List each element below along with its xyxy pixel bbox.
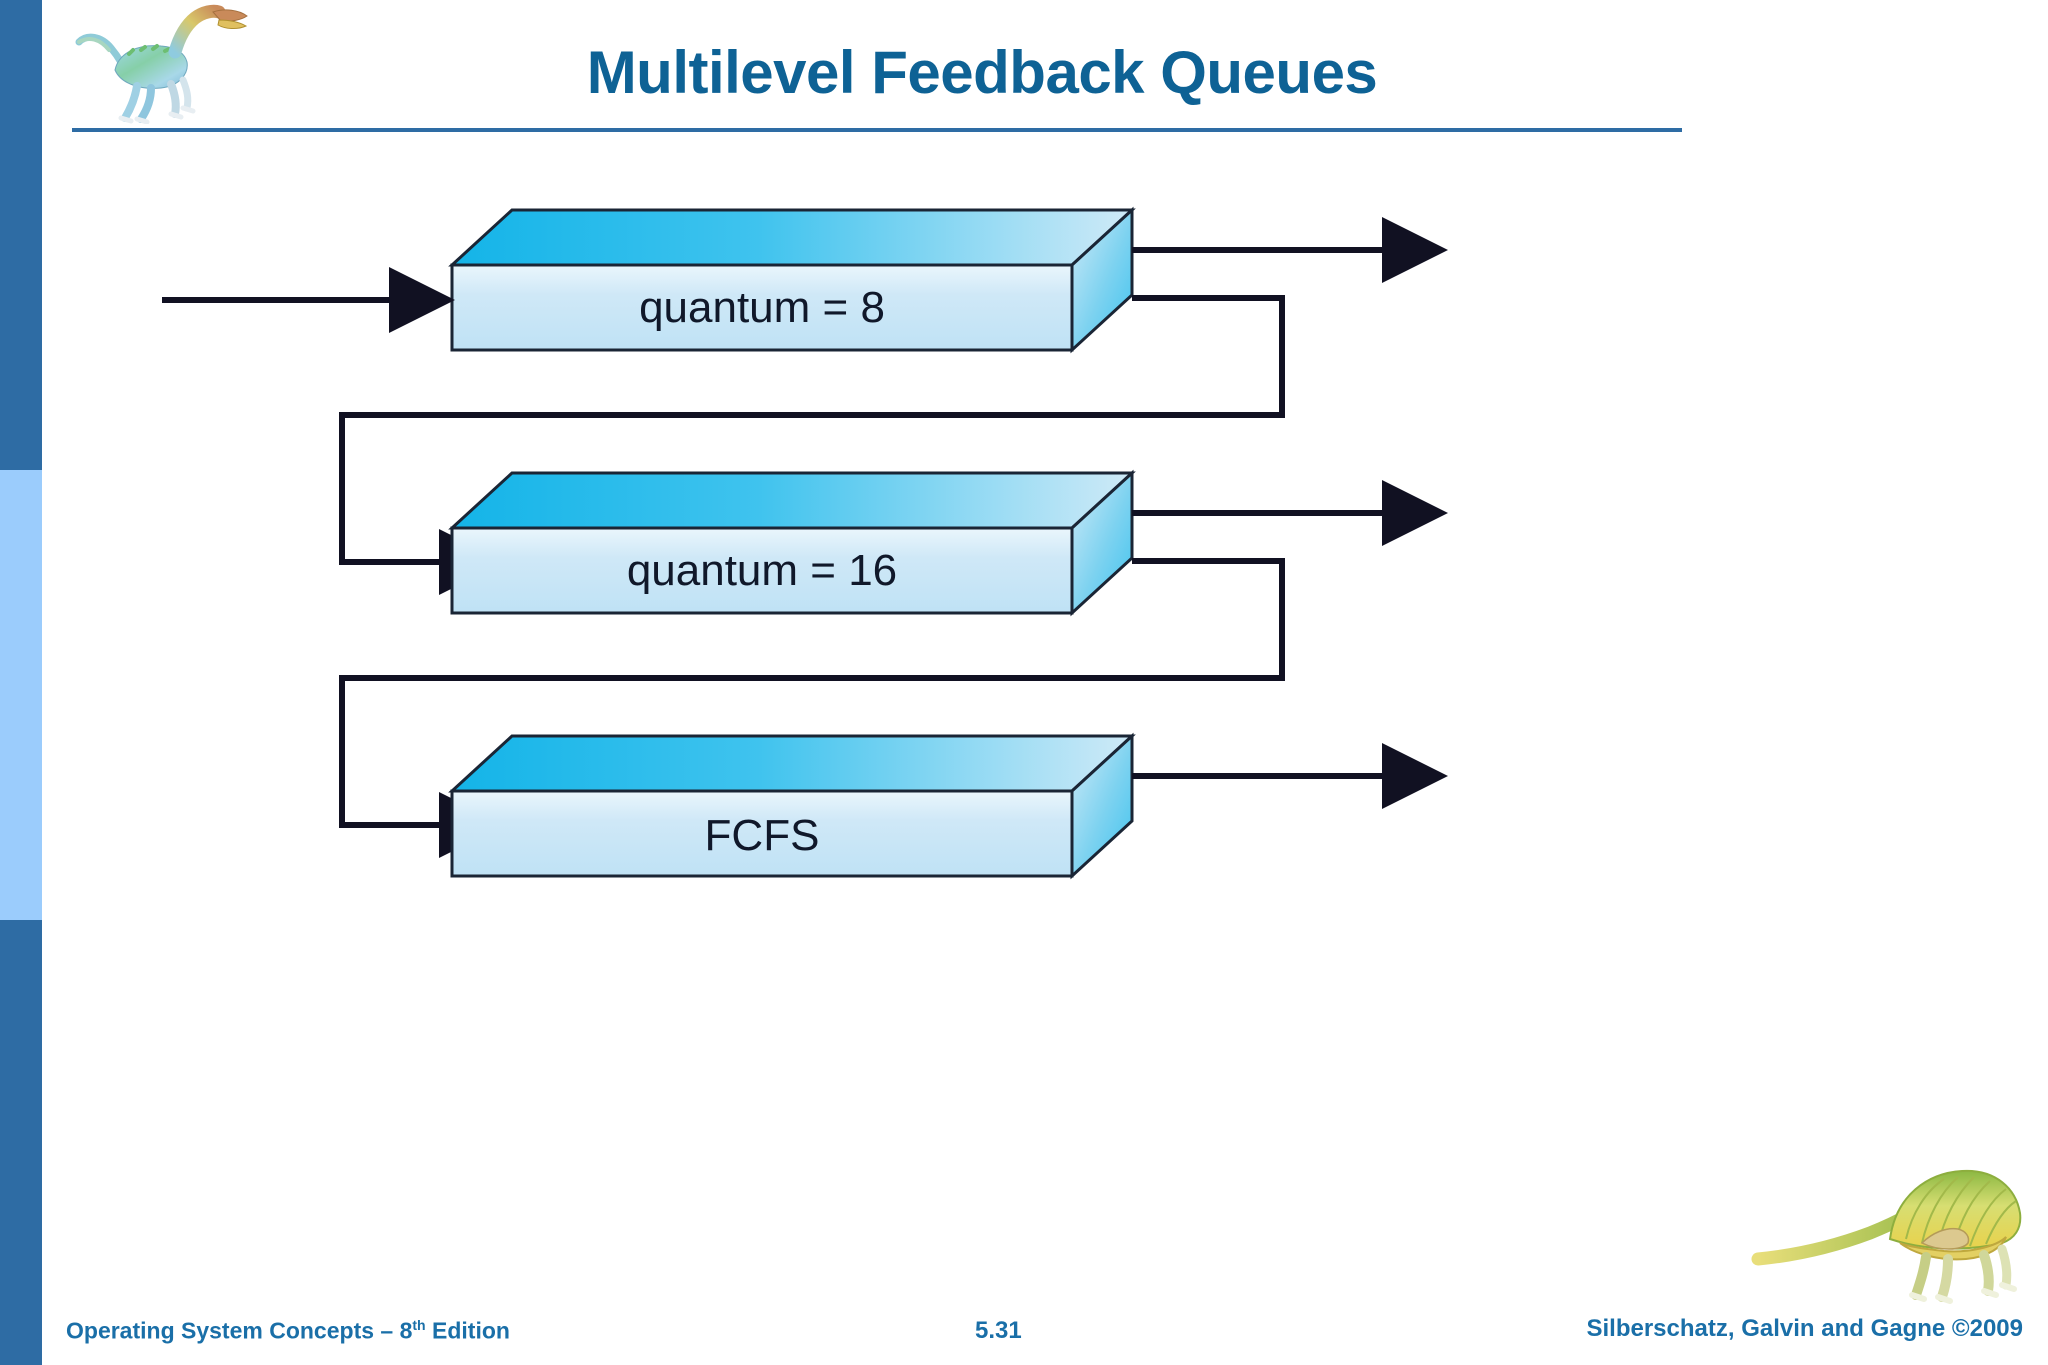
queue-level-3-top-face xyxy=(448,734,1136,793)
queue-level-1-top-face xyxy=(448,208,1136,267)
footer-edition-suffix: Edition xyxy=(425,1317,510,1344)
queue-level-2-front-face xyxy=(450,526,1074,615)
queue-level-3-front-face xyxy=(450,789,1074,878)
dinosaur-logo-icon xyxy=(67,4,257,125)
queue-level-3: FCFS xyxy=(448,732,1136,880)
diagram-canvas: quantum = 8 quantum = 16 FCFS xyxy=(162,206,1448,880)
sidebar-band-top xyxy=(0,0,42,470)
queue-level-2-top-face xyxy=(448,471,1136,530)
footer-edition-text: Operating System Concepts – 8th Edition xyxy=(66,1317,510,1345)
sidebar-band-middle xyxy=(0,470,42,920)
sidebar-band-bottom xyxy=(0,920,42,1365)
dimetrodon-logo-icon xyxy=(1740,1147,2040,1307)
multilevel-feedback-queue-diagram: quantum = 8 quantum = 16 FCFS xyxy=(42,150,2048,1270)
footer-copyright: Silberschatz, Galvin and Gagne ©2009 xyxy=(1586,1315,2023,1342)
demotion-arrow-level-2-to-3 xyxy=(339,558,1285,858)
queue-level-3-label: FCFS xyxy=(705,811,820,860)
slide-footer: Operating System Concepts – 8th Edition … xyxy=(0,1169,2048,1365)
queue-level-2: quantum = 16 xyxy=(448,469,1136,617)
demotion-arrow-level-1-to-2 xyxy=(339,295,1285,595)
title-divider xyxy=(72,128,1682,132)
queue-level-2-label: quantum = 16 xyxy=(627,546,897,595)
slide-number: 5.31 xyxy=(975,1317,1022,1344)
slide-header: Multilevel Feedback Queues xyxy=(42,0,2048,140)
footer-edition-prefix: Operating System Concepts – 8 xyxy=(66,1317,413,1344)
left-accent-sidebar xyxy=(0,0,42,1365)
queue-level-1-label: quantum = 8 xyxy=(639,283,885,332)
page-title: Multilevel Feedback Queues xyxy=(586,39,1378,106)
footer-edition-ordinal: th xyxy=(412,1317,426,1333)
queue-level-1: quantum = 8 xyxy=(448,206,1136,354)
queue-level-1-front-face xyxy=(450,263,1074,352)
